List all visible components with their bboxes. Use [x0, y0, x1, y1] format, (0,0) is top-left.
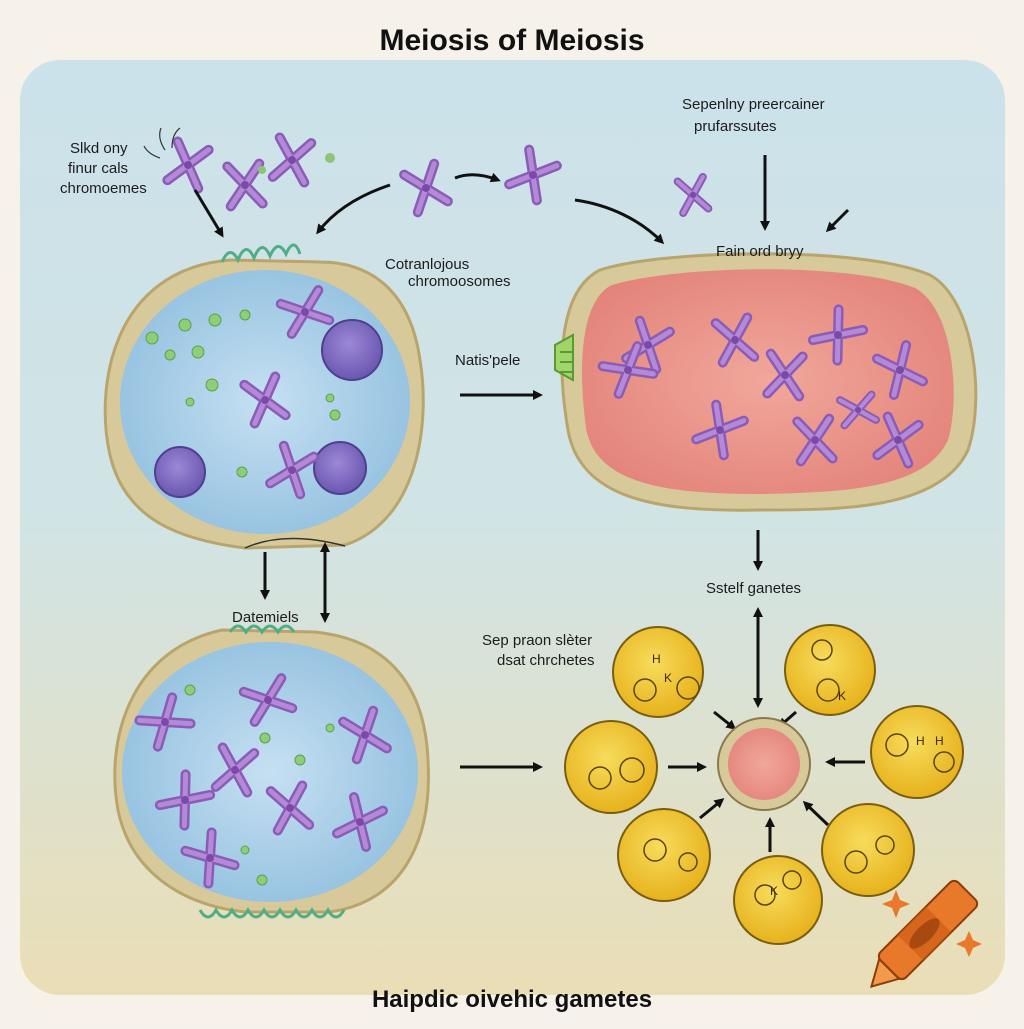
label-datemiels: Datemiels: [232, 609, 299, 626]
gamete-mark: K: [770, 884, 778, 898]
label-sep-praon-2: dsat chrchetes: [497, 652, 595, 669]
green-granules: [184, 684, 335, 886]
dividing-cell-red: [554, 252, 978, 512]
nucleus: [321, 319, 383, 381]
crayon-icon: [869, 879, 979, 989]
gamete-mark: H: [935, 734, 944, 748]
sparkle-icon: [882, 890, 910, 918]
arrow: [699, 798, 725, 820]
label-natispele: Natis'pele: [455, 352, 521, 369]
gamete: [870, 705, 964, 799]
gamete-cluster: H K K H H K: [564, 624, 964, 945]
label-cotranlojous-1: Cotranlojous: [385, 256, 470, 273]
gamete: [784, 624, 876, 716]
membrane-fringe: [228, 624, 296, 635]
label-top-right-1: Sepenlny preercainer: [682, 96, 825, 113]
sparkle-icon: [956, 931, 982, 957]
granule: [325, 153, 335, 163]
gamete-mark: K: [838, 689, 846, 703]
gamete: [617, 808, 711, 902]
diagram-footer: Haipdic oivehic gametes: [371, 986, 653, 1013]
label-sep-praon-1: Sep praon slèter: [482, 632, 593, 649]
membrane-fringe: [198, 906, 346, 919]
label-fain-ord: Fain ord bryy: [716, 243, 804, 260]
gamete: [612, 626, 704, 718]
floating-chromosomes-left: [143, 127, 335, 206]
label-top-left-3: chromoemes: [60, 180, 147, 197]
gamete-mark: H: [916, 734, 925, 748]
gamete-mark: K: [664, 671, 672, 685]
arrow: [802, 800, 830, 827]
label-sstelf: Sstelf ganetes: [706, 580, 802, 597]
label-top-left-1: Slkd ony: [70, 140, 128, 157]
membrane-fringe: [554, 333, 574, 382]
arrow: [454, 172, 501, 183]
gamete: [733, 855, 823, 945]
arrow: [825, 208, 850, 233]
green-granules: [145, 309, 341, 478]
spindle-fibers: [143, 127, 181, 159]
central-cell-core: [728, 728, 800, 800]
gamete: [821, 803, 915, 897]
cleavage-line: [244, 537, 346, 549]
membrane-fringe: [220, 243, 302, 264]
arrow: [713, 710, 737, 730]
gamete-marks: H K K H H K: [652, 652, 944, 898]
arrow: [193, 189, 224, 238]
label-top-right-2: prufarssutes: [694, 118, 777, 135]
nucleus: [313, 441, 367, 495]
granule: [258, 166, 266, 174]
gamete: [564, 720, 658, 814]
gamete-mark: H: [652, 652, 661, 666]
cytoplasm: [122, 642, 418, 902]
parent-cell-blue: [103, 243, 425, 550]
daughter-cell-blue: [113, 624, 430, 919]
diagram-title: Meiosis of Meiosis: [379, 24, 645, 57]
nucleus: [154, 446, 206, 498]
arrows: [193, 155, 865, 852]
arrow: [574, 198, 665, 245]
label-cotranlojous-2: chromoosomes: [408, 273, 511, 290]
arrow: [316, 183, 391, 235]
label-top-left-2: finur cals: [68, 160, 129, 177]
